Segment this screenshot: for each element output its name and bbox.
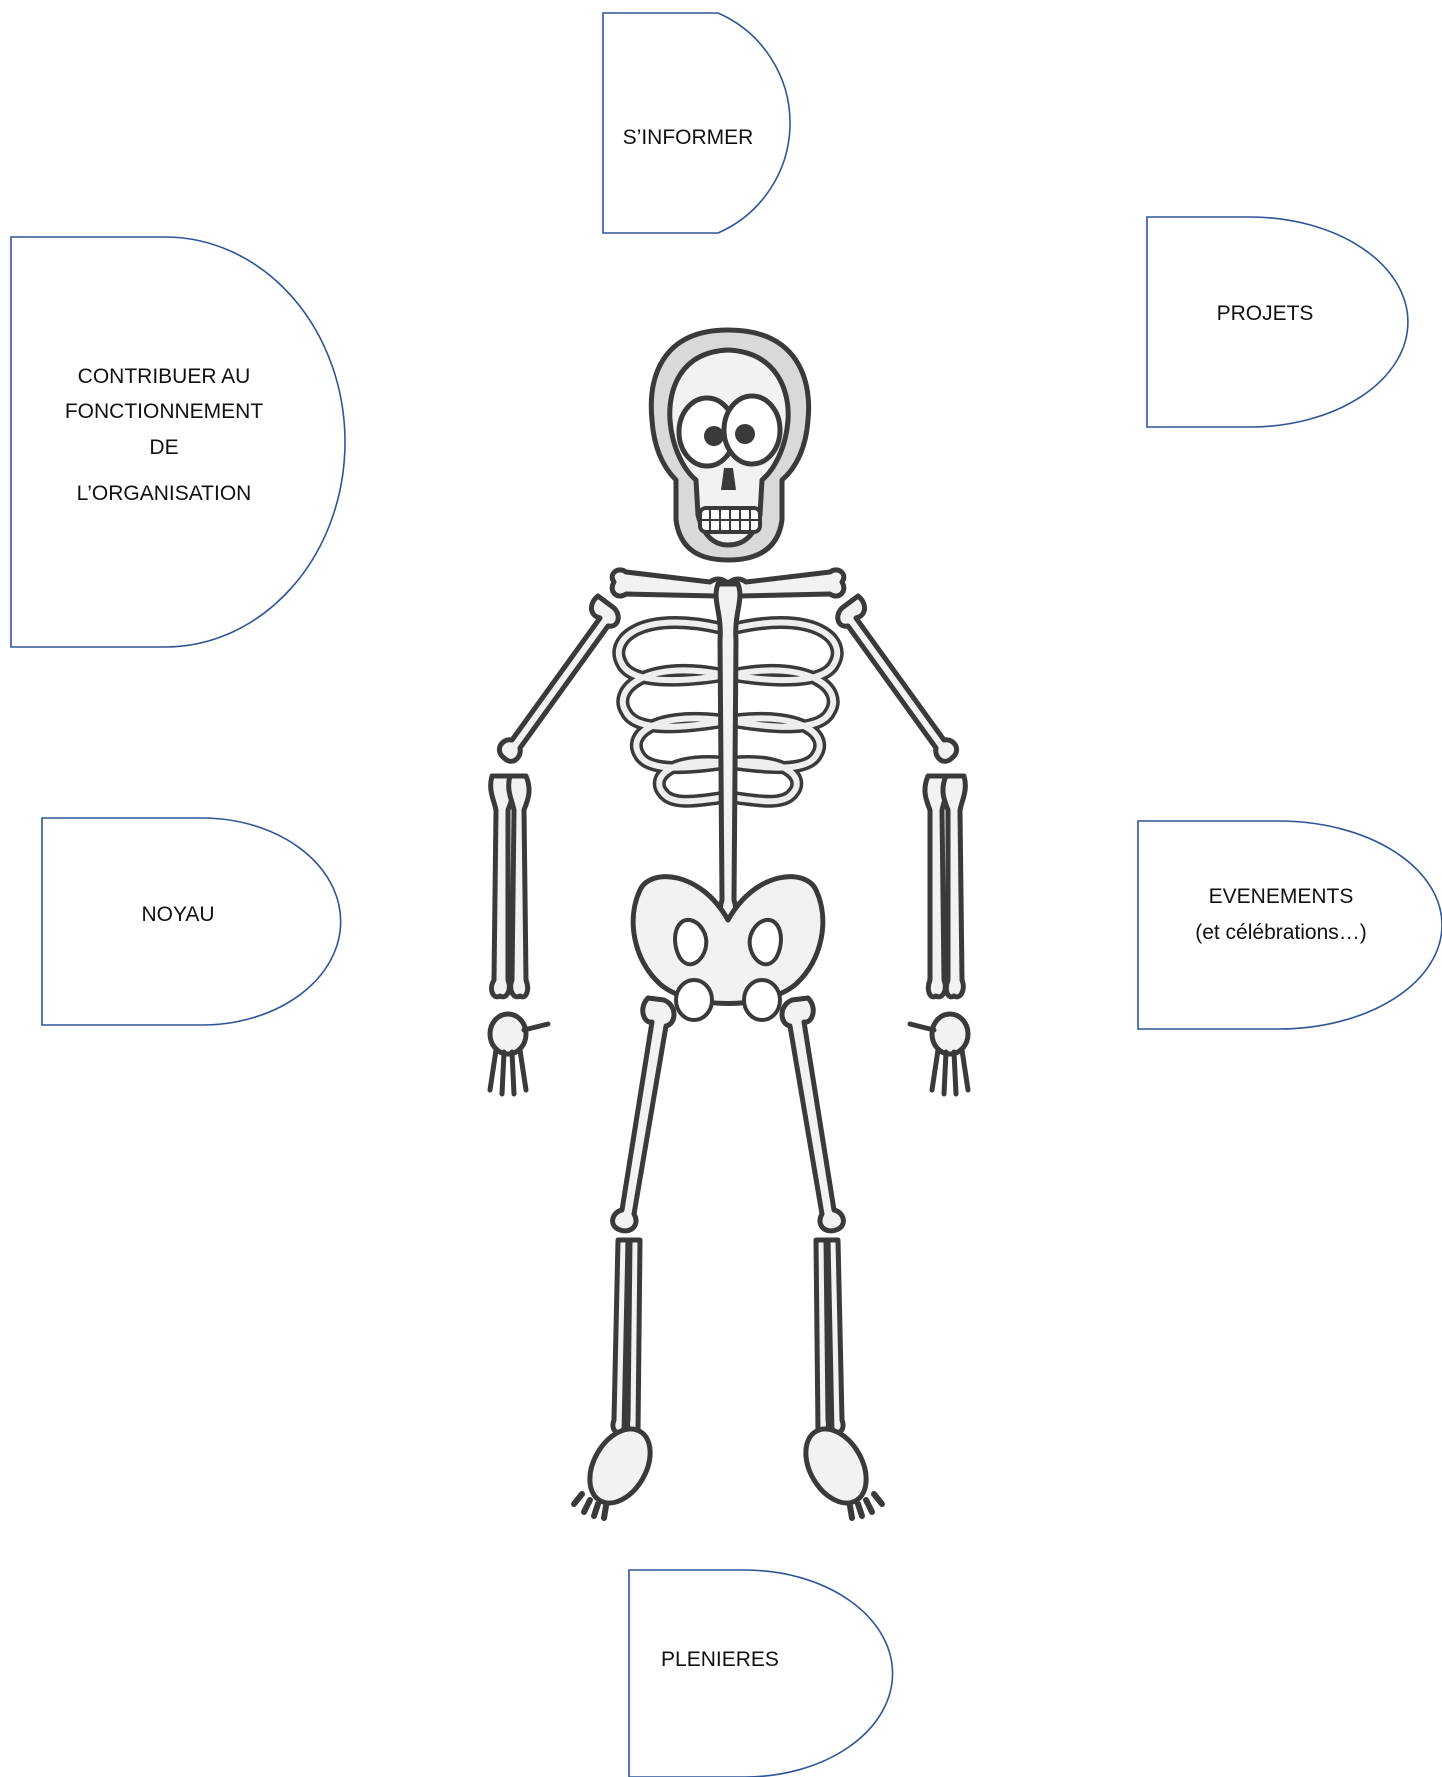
shape-contribuer: CONTRIBUER AU FONCTIONNEMENT DE L’ORGANI…	[11, 237, 345, 647]
left-leg	[574, 998, 674, 1518]
shape-noyau: NOYAU	[42, 818, 341, 1025]
shape-label: EVENEMENTS	[1209, 885, 1354, 908]
shape-plenieres: PLENIERES	[629, 1570, 893, 1777]
clavicle	[612, 570, 730, 598]
spine	[716, 584, 740, 920]
right-leg	[782, 998, 882, 1518]
shape-label: PLENIERES	[661, 1648, 779, 1671]
shape-label: (et célébrations…)	[1195, 921, 1367, 944]
shape-label: DE	[149, 436, 178, 459]
skeleton-illustration	[490, 330, 968, 1518]
shape-s-informer: S’INFORMER	[603, 13, 790, 233]
shape-evenements: EVENEMENTS (et célébrations…)	[1138, 821, 1442, 1029]
right-arm	[838, 596, 968, 1094]
shape-label: CONTRIBUER AU	[78, 365, 251, 388]
shape-label: NOYAU	[141, 903, 214, 926]
shape-label: FONCTIONNEMENT	[65, 400, 263, 423]
shape-label: S’INFORMER	[623, 126, 754, 149]
left-arm	[490, 596, 618, 1094]
shape-label: L’ORGANISATION	[77, 482, 252, 505]
shape-projets: PROJETS	[1147, 217, 1408, 427]
shape-label: PROJETS	[1217, 302, 1314, 325]
